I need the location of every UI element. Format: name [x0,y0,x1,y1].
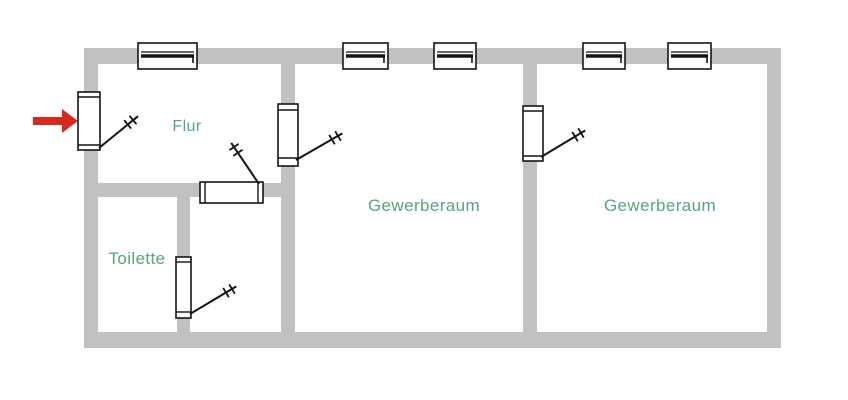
room-label-gewerberaum-1: Gewerberaum [367,196,481,215]
wall-bottom [84,332,781,348]
wall-right [767,48,781,348]
door-symbol-entrance [77,91,139,151]
window-symbol [342,42,389,70]
door-symbol-toilette [175,256,237,319]
room-label-toilette: Toilette [108,249,166,268]
door-symbol-gewerberaum1-gewerberaum2 [522,105,586,162]
walls [84,48,781,348]
wall-gewerbe1-gewerbe2 [523,64,537,332]
room-label-flur: Flur [172,118,202,135]
door-symbol-flur-gewerberaum1 [277,103,343,167]
window-symbol [433,42,477,70]
room-label-gewerberaum-2: Gewerberaum [603,196,717,215]
window-symbol [137,42,198,70]
window-symbol [667,42,712,70]
entrance-arrow-icon [33,109,78,133]
door-symbol-flur-corridor [199,142,264,204]
window-symbol [582,42,626,70]
